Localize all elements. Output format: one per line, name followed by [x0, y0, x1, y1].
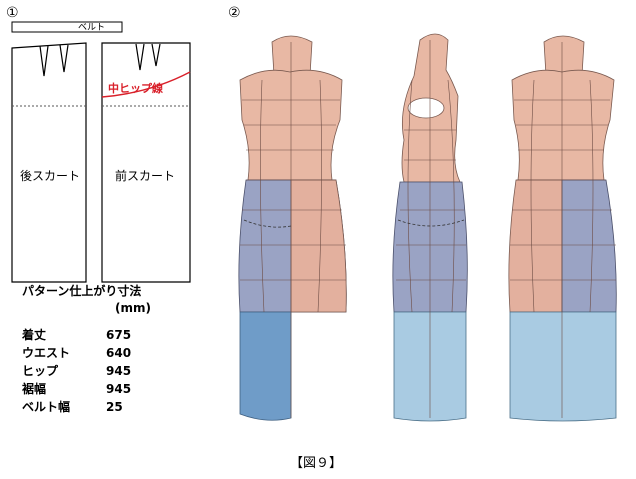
back-skirt-pattern	[11, 42, 87, 283]
back-skirt-label: 後スカート	[20, 169, 80, 183]
dimensions-unit: (mm)	[115, 301, 151, 315]
front-skirt-label: 前スカート	[115, 168, 175, 183]
dimensions-title: パターン仕上がり寸法	[22, 284, 142, 298]
hip-line	[101, 71, 191, 98]
mannequin-side	[392, 33, 468, 422]
figure-caption: 【図９】	[290, 456, 343, 471]
front-skirt-pattern	[101, 42, 191, 283]
belt-label: ベルト	[78, 23, 105, 33]
mannequin-front	[238, 35, 347, 421]
panel-1-label: ①	[6, 5, 19, 21]
panel-2-label: ②	[228, 5, 241, 21]
belt-pattern	[11, 21, 123, 33]
hip-line-label: 中ヒップ線	[108, 81, 163, 95]
mannequin-back	[508, 35, 617, 422]
